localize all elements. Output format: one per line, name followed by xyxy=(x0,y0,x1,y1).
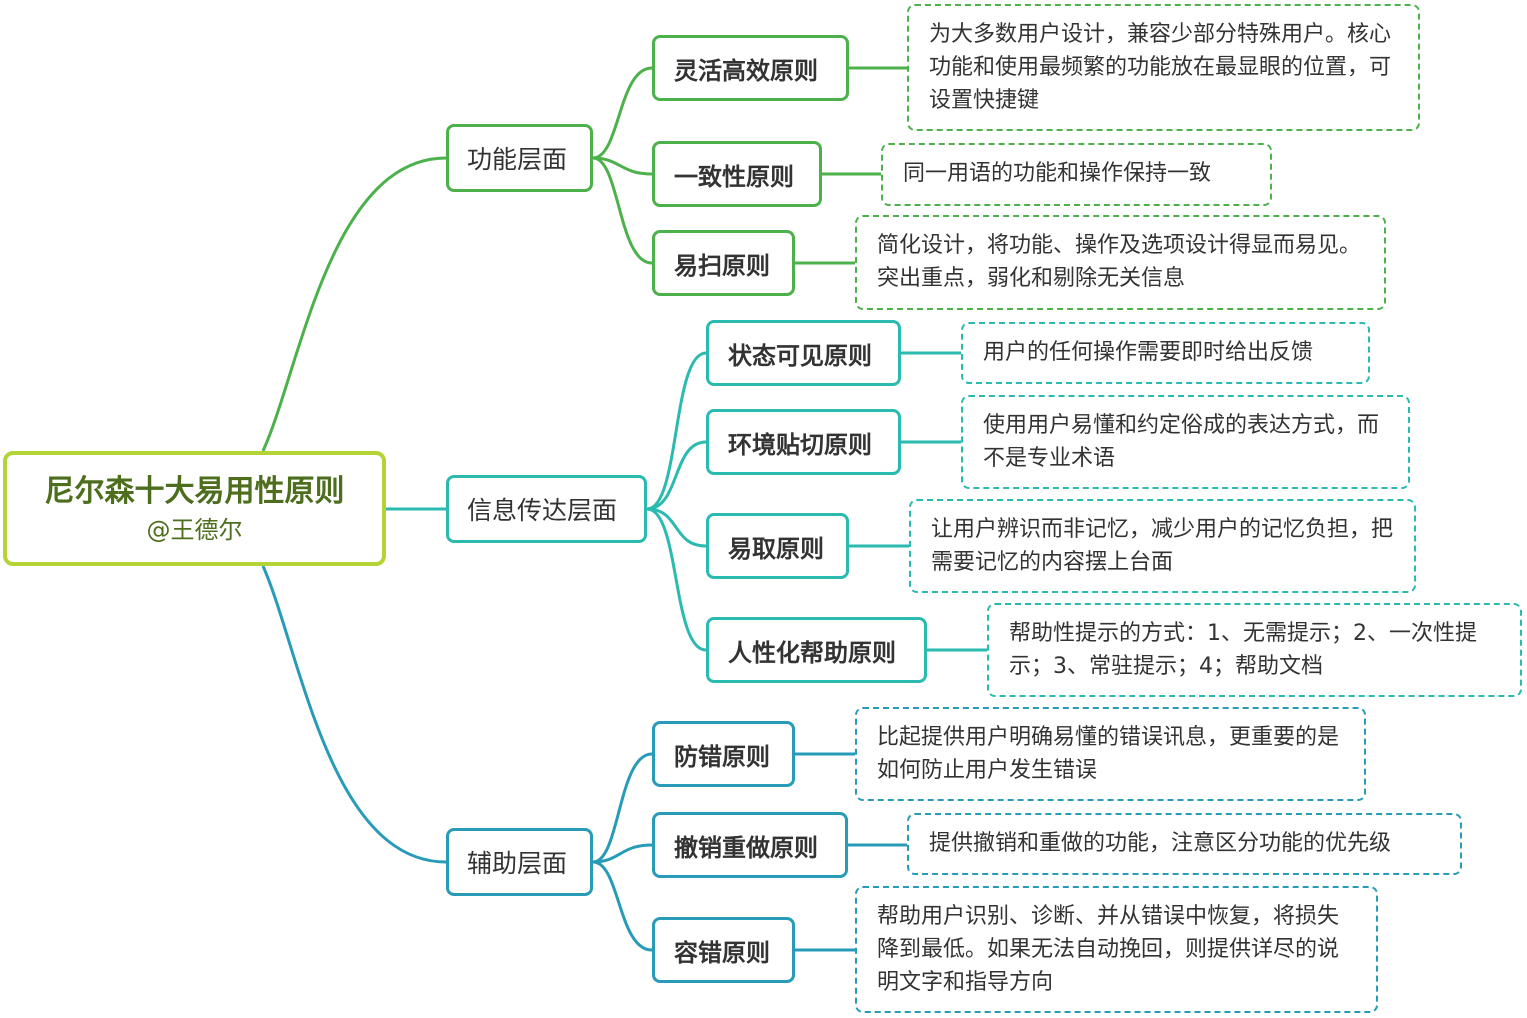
principle-error-recovery[interactable]: 容错原则 xyxy=(652,917,795,983)
description-text: 简化设计，将功能、操作及选项设计得显而易见。突出重点，弱化和剔除无关信息 xyxy=(877,233,1362,291)
connector-root-auxiliary xyxy=(261,565,447,864)
connector-root-functional xyxy=(261,156,447,452)
connector-information-p3 xyxy=(646,507,707,548)
connector-information-p2 xyxy=(646,440,707,511)
principle-label: 灵活高效原则 xyxy=(674,56,818,85)
principle-label: 一致性原则 xyxy=(674,162,794,191)
principle-help[interactable]: 人性化帮助原则 xyxy=(706,617,927,683)
description-scannable[interactable]: 简化设计，将功能、操作及选项设计得显而易见。突出重点，弱化和剔除无关信息 xyxy=(855,215,1386,310)
description-match-real-world[interactable]: 使用用户易懂和约定俗成的表达方式，而不是专业术语 xyxy=(961,395,1410,489)
principle-error-prevention[interactable]: 防错原则 xyxy=(652,721,795,787)
description-text: 为大多数用户设计，兼容少部分特殊用户。核心功能和使用最频繁的功能放在最显眼的位置… xyxy=(929,22,1392,113)
principle-match-real-world[interactable]: 环境贴切原则 xyxy=(706,409,901,475)
principle-undo-redo[interactable]: 撤销重做原则 xyxy=(652,812,848,878)
connector-information-p4 xyxy=(646,507,707,652)
description-undo-redo[interactable]: 提供撤销和重做的功能，注意区分功能的优先级 xyxy=(907,813,1462,875)
description-error-recovery[interactable]: 帮助用户识别、诊断、并从错误中恢复，将损失降到最低。如果无法自动挽回，则提供详尽… xyxy=(855,886,1378,1013)
principle-label: 防错原则 xyxy=(674,742,770,771)
topic-label: 辅助层面 xyxy=(467,849,568,878)
description-help[interactable]: 帮助性提示的方式：1、无需提示；2、一次性提示；3、常驻提示；4；帮助文档 xyxy=(987,603,1522,697)
topic-information-level[interactable]: 信息传达层面 xyxy=(446,475,647,543)
connector-auxiliary-p2 xyxy=(592,843,653,864)
principle-scannable[interactable]: 易扫原则 xyxy=(652,230,795,296)
connector-functional-p1 xyxy=(592,66,653,160)
description-text: 同一用语的功能和操作保持一致 xyxy=(903,161,1212,186)
connector-information-p1 xyxy=(646,351,707,511)
principle-recognition[interactable]: 易取原则 xyxy=(706,513,849,579)
description-flexible-efficient[interactable]: 为大多数用户设计，兼容少部分特殊用户。核心功能和使用最频繁的功能放在最显眼的位置… xyxy=(907,4,1420,131)
principle-flexible-efficient[interactable]: 灵活高效原则 xyxy=(652,35,849,101)
connector-functional-p2 xyxy=(592,156,653,176)
principle-label: 易取原则 xyxy=(728,534,824,563)
description-text: 帮助用户识别、诊断、并从错误中恢复，将损失降到最低。如果无法自动挽回，则提供详尽… xyxy=(877,904,1340,995)
description-error-prevention[interactable]: 比起提供用户明确易懂的错误讯息，更重要的是如何防止用户发生错误 xyxy=(855,707,1366,801)
connector-functional-p3 xyxy=(592,156,653,265)
connector-auxiliary-p1 xyxy=(592,752,653,864)
description-visibility-of-status[interactable]: 用户的任何操作需要即时给出反馈 xyxy=(961,322,1370,384)
description-text: 使用用户易懂和约定俗成的表达方式，而不是专业术语 xyxy=(983,413,1380,471)
topic-label: 功能层面 xyxy=(467,145,568,174)
description-text: 帮助性提示的方式：1、无需提示；2、一次性提示；3、常驻提示；4；帮助文档 xyxy=(1009,621,1477,679)
root-topic[interactable]: 尼尔森十大易用性原则 @王德尔 xyxy=(3,451,386,566)
principle-label: 撤销重做原则 xyxy=(674,833,818,862)
principle-label: 环境贴切原则 xyxy=(728,430,872,459)
connector-auxiliary-p3 xyxy=(592,860,653,952)
description-consistency[interactable]: 同一用语的功能和操作保持一致 xyxy=(881,143,1272,206)
topic-label: 信息传达层面 xyxy=(467,496,618,525)
description-text: 比起提供用户明确易懂的错误讯息，更重要的是如何防止用户发生错误 xyxy=(877,725,1340,783)
principle-consistency[interactable]: 一致性原则 xyxy=(652,141,822,207)
description-text: 提供撤销和重做的功能，注意区分功能的优先级 xyxy=(929,831,1392,856)
topic-auxiliary-level[interactable]: 辅助层面 xyxy=(446,828,593,896)
description-recognition[interactable]: 让用户辨识而非记忆，减少用户的记忆负担，把需要记忆的内容摆上台面 xyxy=(909,499,1416,593)
principle-label: 易扫原则 xyxy=(674,251,770,280)
root-author: @王德尔 xyxy=(146,515,243,544)
principle-label: 人性化帮助原则 xyxy=(728,638,896,667)
principle-label: 容错原则 xyxy=(674,938,770,967)
description-text: 用户的任何操作需要即时给出反馈 xyxy=(983,340,1314,365)
topic-functional-level[interactable]: 功能层面 xyxy=(446,124,593,192)
principle-label: 状态可见原则 xyxy=(728,341,872,370)
root-title: 尼尔森十大易用性原则 xyxy=(44,473,345,509)
description-text: 让用户辨识而非记忆，减少用户的记忆负担，把需要记忆的内容摆上台面 xyxy=(931,517,1394,575)
principle-visibility-of-status[interactable]: 状态可见原则 xyxy=(706,320,901,386)
